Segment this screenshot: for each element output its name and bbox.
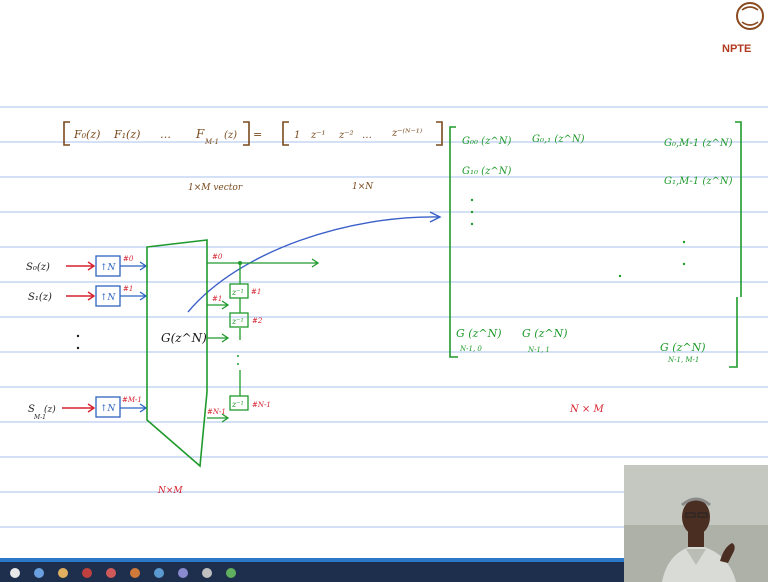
taskbar-app-icon[interactable] [82, 568, 92, 578]
matrix-vertical-dots-left [471, 199, 473, 225]
taskbar-app-icon[interactable] [58, 568, 68, 578]
branch-node [238, 261, 242, 265]
eq-lhs-f1: F₁(z) [113, 128, 140, 141]
input-node-0: #0 [123, 255, 134, 263]
input-node-1: #1 [123, 285, 133, 293]
upsampler-m: ↑N [100, 404, 117, 414]
input-s1: S₁(z) [28, 292, 52, 303]
ruled-lines [0, 107, 768, 527]
output-node-n: #N-1 [207, 408, 226, 416]
eq-rhs-zn: z⁻⁽ᴺ⁻¹⁾ [391, 128, 423, 139]
delay-out-1: #1 [251, 288, 261, 296]
matrix-g10: G₁₀ (z^N) [462, 166, 511, 177]
logo-text: NPTE [722, 43, 751, 55]
input-node-m: #M-1 [122, 396, 142, 404]
taskbar-app-icon[interactable] [202, 568, 212, 578]
output-node-1: #1 [212, 295, 222, 303]
g-block-outline [147, 240, 207, 466]
matrix-gn0: G (z^N) [456, 327, 502, 340]
taskbar-app-icon[interactable] [226, 568, 236, 578]
delay-out-n: #N-1 [252, 401, 271, 409]
eq-lhs-dots: … [160, 128, 171, 141]
eq-rhs-dots: … [362, 130, 372, 141]
eq-lhs-fm-sub: M-1 [204, 138, 219, 146]
eq-rhs-1: 1 [294, 130, 300, 141]
nptel-logo: NPTE [718, 0, 768, 62]
eq-lhs-dimension: 1×M vector [188, 183, 243, 193]
matrix-g1m: G₁,M-1 (z^N) [664, 176, 733, 187]
eq-equals: = [253, 128, 262, 141]
matrix-gnm: G (z^N) [660, 341, 706, 354]
taskbar-app-icon[interactable] [130, 568, 140, 578]
taskbar-app-icon[interactable] [178, 568, 188, 578]
polyphase-matrix: G₀₀ (z^N) G₀,₁ (z^N) G₀,M-1 (z^N) G₁₀ (z… [450, 122, 741, 415]
taskbar-app-icon[interactable] [106, 568, 116, 578]
delay-out-2: #2 [252, 317, 263, 325]
eq-lhs-fm-arg: (z) [224, 130, 237, 141]
input-dots [77, 335, 79, 337]
taskbar-app-icon[interactable] [34, 568, 44, 578]
matrix-gn1: G (z^N) [522, 327, 568, 340]
output-node-0: #0 [212, 253, 223, 261]
matrix-vertical-dots-right [683, 241, 685, 265]
eq-rhs-dimension: 1×N [352, 182, 374, 192]
g-block-label: G(z^N) [161, 331, 207, 345]
matrix-gn1-sub: N-1, 1 [527, 346, 550, 354]
polyphase-equation: F₀(z) F₁(z) … F M-1 (z) = 1 z⁻¹ z⁻² … z⁻… [64, 122, 442, 193]
upsampler-1: ↑N [100, 293, 117, 303]
eq-lhs-f0: F₀(z) [73, 128, 100, 141]
matrix-dimension: N × M [569, 404, 604, 415]
delay-1: z⁻¹ [231, 288, 244, 297]
delay-2: z⁻¹ [231, 317, 244, 326]
matrix-g00: G₀₀ (z^N) [462, 136, 511, 147]
connector-arrow [188, 212, 440, 312]
upsampler-0: ↑N [100, 263, 117, 273]
block-diagram: S₀(z) S₁(z) S M-1 (z) ↑N ↑N ↑N [26, 240, 318, 496]
eq-rhs-z2: z⁻² [338, 130, 354, 141]
matrix-gn0-sub: N-1, 0 [459, 345, 482, 353]
input-sm-sub: M-1 [33, 414, 46, 421]
input-s0: S₀(z) [26, 262, 50, 273]
matrix-dot-mid [619, 275, 621, 277]
taskbar-app-icon[interactable] [154, 568, 164, 578]
matrix-gnm-sub: N-1, M-1 [667, 356, 699, 364]
eq-lhs-fm: F [195, 127, 205, 141]
taskbar-start-icon[interactable] [10, 568, 20, 578]
input-sm-arg: (z) [44, 404, 56, 415]
delay-n: z⁻¹ [231, 400, 244, 409]
eq-rhs-z1: z⁻¹ [310, 130, 326, 141]
matrix-g01: G₀,₁ (z^N) [532, 134, 585, 145]
g-block-dimension: N×M [157, 486, 183, 496]
matrix-g0m: G₀,M-1 (z^N) [664, 138, 733, 149]
lecturer-webcam [624, 465, 768, 582]
upsampler-blocks: ↑N ↑N ↑N [96, 256, 146, 417]
